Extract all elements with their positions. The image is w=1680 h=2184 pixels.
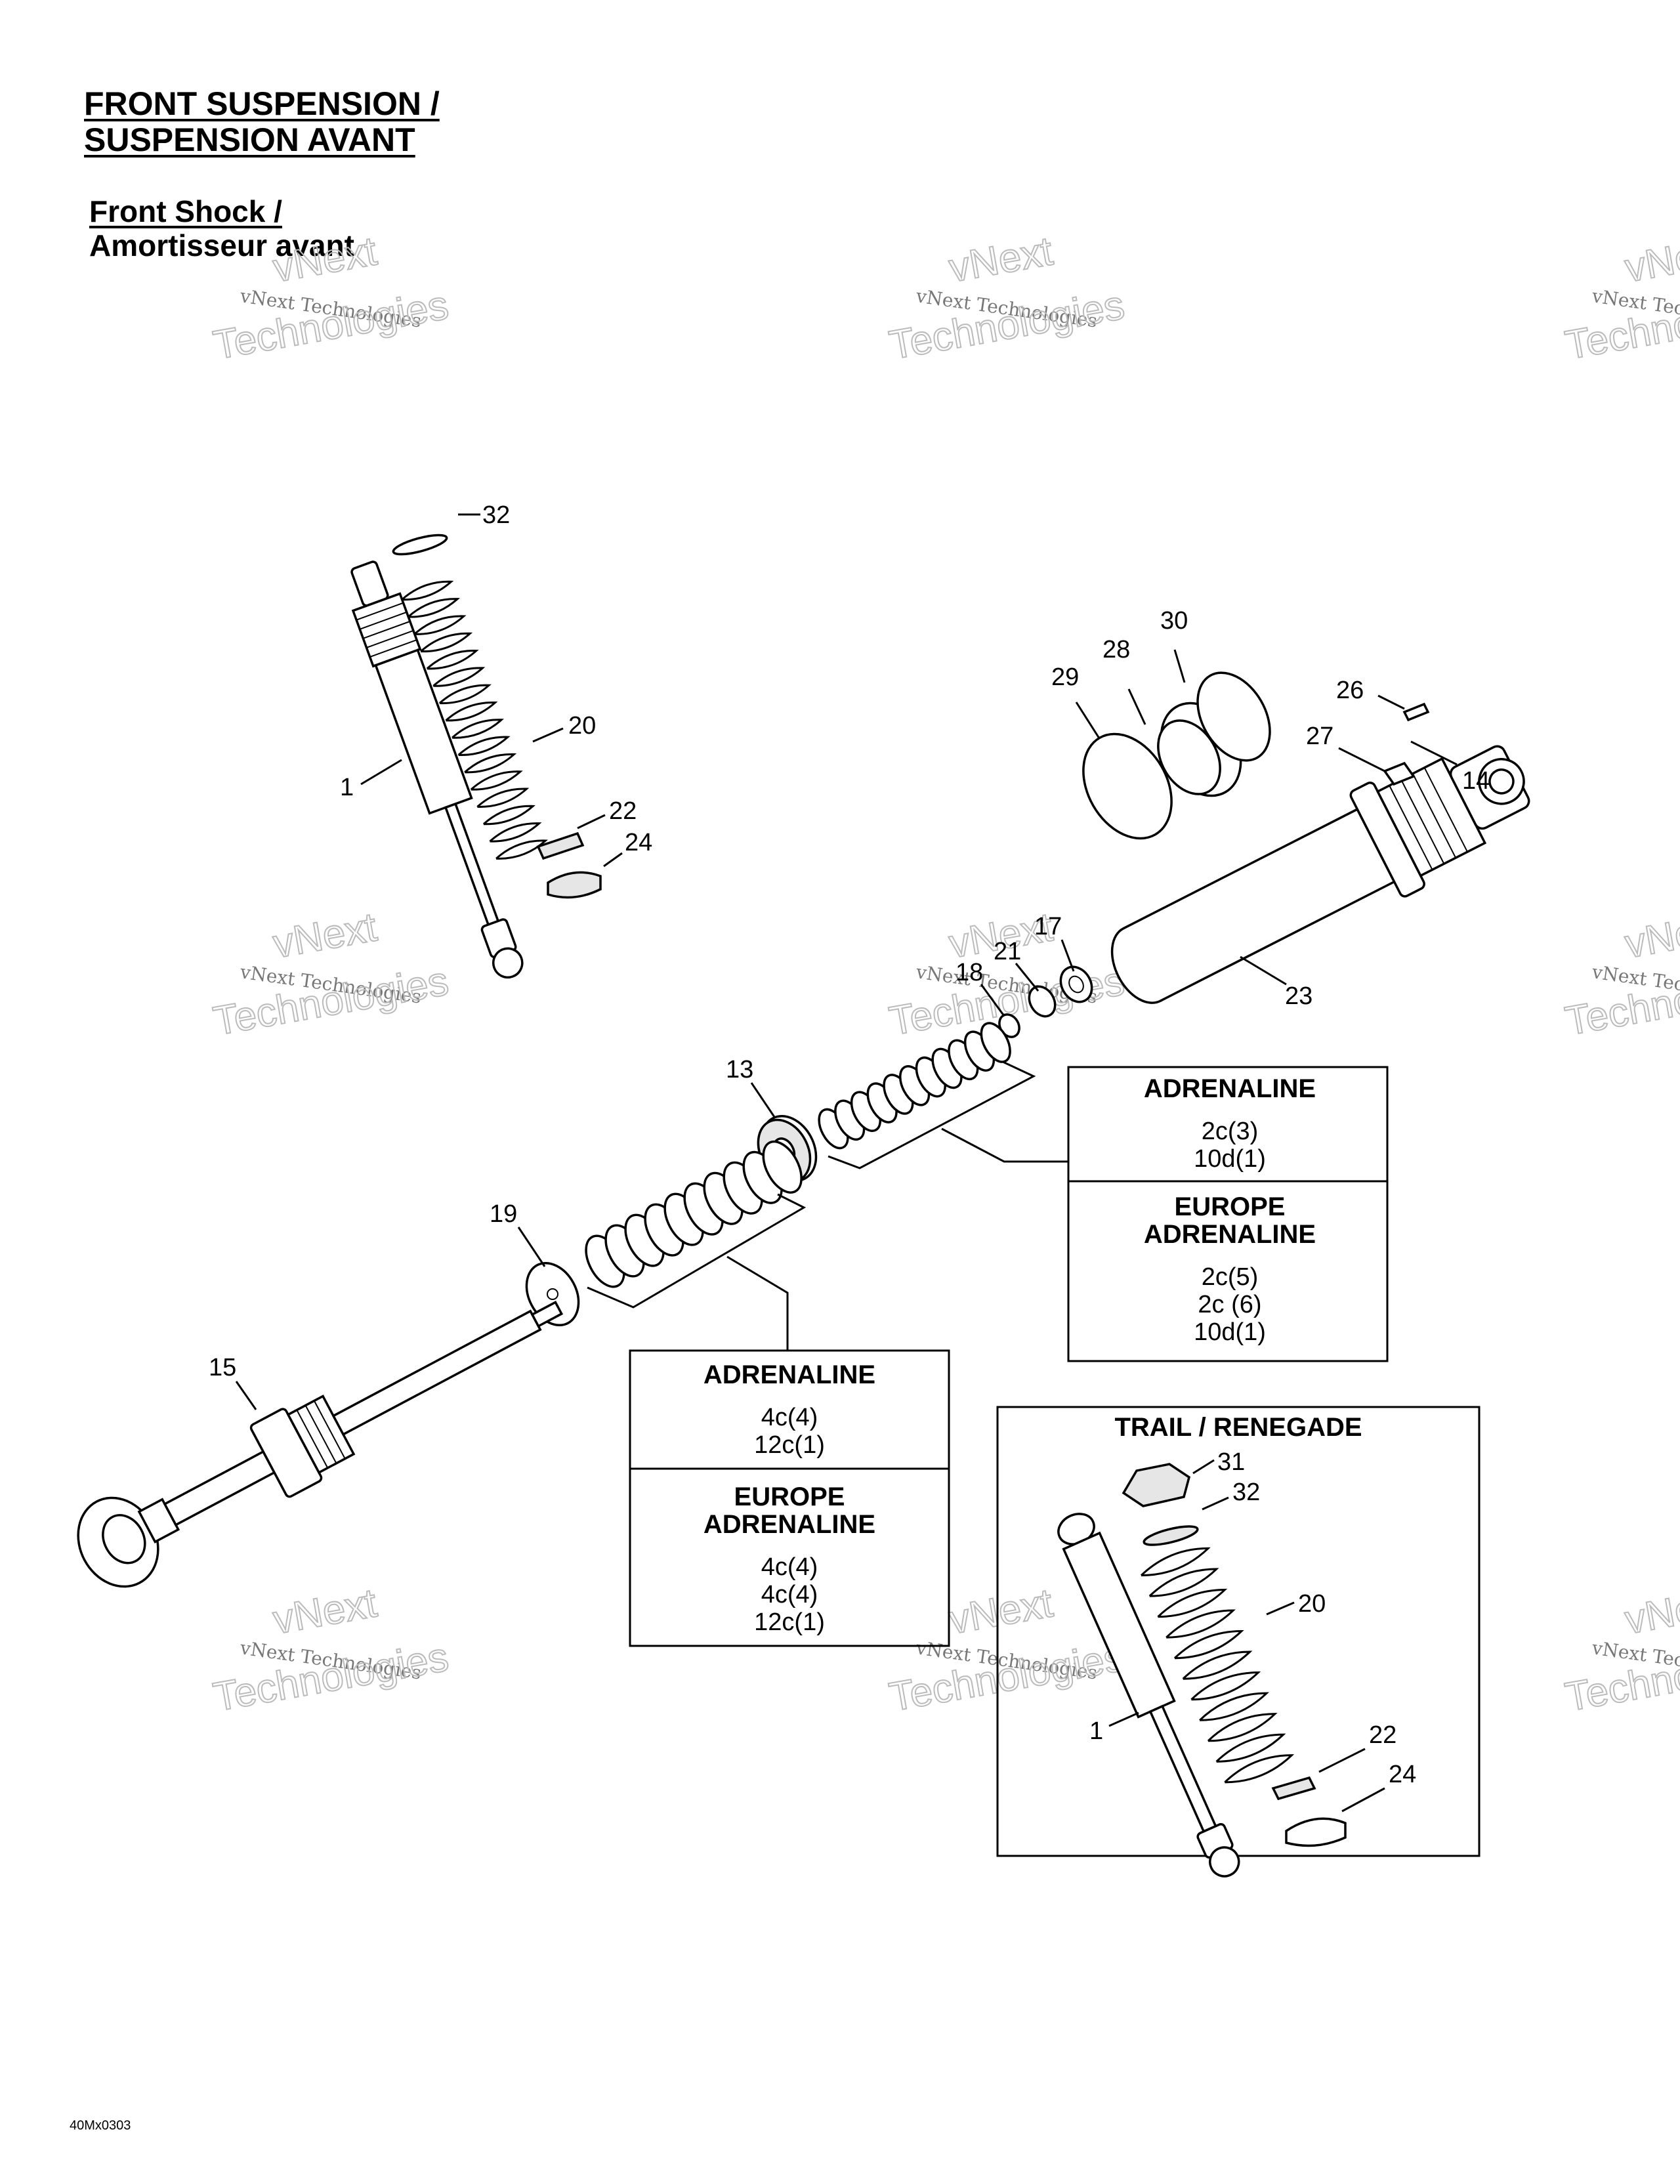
spring-seat-part-22 — [536, 831, 585, 860]
callout-label: 28 — [1102, 636, 1130, 663]
box-code: 2c (6) — [1198, 1291, 1261, 1318]
callout-label: 24 — [625, 829, 652, 856]
watermark: vNext Technologies vNext Technologies — [1561, 1580, 1680, 1721]
box-code: 4c(4) — [761, 1581, 818, 1608]
callout-label: 14 — [1462, 767, 1490, 795]
box-code: 12c(1) — [754, 1608, 825, 1636]
box-section-title: ADRENALINE — [704, 1360, 875, 1389]
box-code: 2c(3) — [1202, 1118, 1259, 1145]
adjuster-part-31 — [1122, 1463, 1191, 1507]
leader-bracket — [587, 1193, 807, 1309]
box-code: 10d(1) — [1194, 1145, 1266, 1173]
callout-label: 20 — [568, 712, 596, 740]
info-box-center: ADRENALINE 4c(4) 12c(1) EUROPE ADRENALIN… — [629, 1349, 950, 1647]
page-title-line1: FRONT SUSPENSION / — [84, 85, 440, 122]
watermark: vNext Technologies vNext Technologies — [209, 228, 452, 369]
page-title-line2: SUSPENSION AVANT — [84, 121, 415, 158]
shock-absorber-part-1 — [350, 560, 524, 979]
watermark-text: vNext — [946, 228, 1056, 291]
watermark: vNext Technologies vNext Technologies — [209, 904, 452, 1045]
callout-numbers: 1 32 20 22 24 30 28 29 26 27 14 23 17 21… — [209, 501, 1490, 1381]
spring-seat-part-22 — [1271, 1776, 1316, 1801]
box-section-title: ADRENALINE — [1144, 1220, 1316, 1249]
callout-label: 21 — [994, 938, 1021, 965]
callout-label: 1 — [1089, 1717, 1103, 1745]
upper-shim-stack — [818, 1022, 1011, 1150]
callout-label: 29 — [1051, 663, 1079, 691]
washer-part-32 — [392, 534, 448, 556]
washer-part-21 — [1028, 985, 1057, 1018]
callout-label: 27 — [1306, 723, 1334, 750]
disc-part-30 — [1196, 671, 1271, 762]
leader-line — [726, 1255, 789, 1351]
bumper-part-24 — [547, 871, 602, 899]
callout-label: 31 — [1217, 1448, 1245, 1476]
page-subtitle-line1: Front Shock / — [89, 194, 282, 228]
callout-label: 1 — [340, 774, 354, 801]
watermark: vNext Technologies vNext Technologies — [1561, 904, 1680, 1045]
washer-part-32 — [1143, 1525, 1199, 1546]
nut-part-27 — [1383, 761, 1416, 786]
watermark: vNext Technologies vNext Technologies — [209, 1580, 452, 1721]
trail-box-title: TRAIL / RENEGADE — [1114, 1413, 1362, 1442]
figure-code: 40Mx0303 — [70, 2118, 131, 2133]
callout-label: 32 — [482, 501, 510, 529]
shock-body-part-23 — [1110, 745, 1530, 1004]
callout-label: 26 — [1336, 677, 1364, 704]
box-code: 2c(5) — [1202, 1263, 1259, 1291]
callout-label: 22 — [609, 797, 637, 825]
leader-bracket — [828, 1060, 1036, 1169]
trail-renegade-box: TRAIL / RENEGADE 31 32 20 1 22 — [996, 1406, 1480, 1878]
watermark-text: vNext — [1622, 1580, 1680, 1643]
watermark-text: vNext — [270, 1580, 380, 1643]
page-subtitle-line2: Amortisseur avant — [89, 228, 354, 263]
bumper-part-24 — [1285, 1817, 1347, 1847]
callout-label: 18 — [956, 959, 983, 986]
box-section-title: ADRENALINE — [1144, 1074, 1316, 1103]
lower-shim-stack — [585, 1140, 803, 1288]
watermark: vNext Technologies vNext Technologies — [885, 228, 1128, 369]
callout-label: 24 — [1389, 1761, 1416, 1788]
watermark-text: vNext — [270, 228, 380, 291]
box-section-title: ADRENALINE — [704, 1510, 875, 1539]
top-left-shock-assembly — [350, 534, 602, 979]
box-section-title: EUROPE — [1175, 1192, 1286, 1221]
callout-label: 22 — [1369, 1721, 1396, 1749]
watermark-text: vNext — [1622, 228, 1680, 291]
shaft-part-15 — [77, 1301, 564, 1588]
leader-lines — [235, 513, 1458, 1410]
box-code: 4c(4) — [761, 1553, 818, 1581]
coil-spring-part-20 — [401, 580, 549, 860]
watermark-group: vNext Technologies vNext Technologies vN… — [209, 228, 1680, 1721]
callout-label: 30 — [1160, 607, 1188, 635]
box-code: 4c(4) — [761, 1404, 818, 1431]
callout-label: 23 — [1285, 982, 1312, 1010]
watermark-text: vNext — [946, 1580, 1056, 1643]
box-section-title: EUROPE — [734, 1482, 845, 1511]
callout-label: 17 — [1034, 913, 1062, 940]
watermark-text: vNext — [270, 904, 380, 967]
washer-part-17 — [1059, 965, 1093, 1003]
main-shock-cylinder — [998, 671, 1530, 1038]
callout-label: 15 — [209, 1354, 236, 1381]
screw-part-26 — [1402, 702, 1430, 722]
callout-label: 13 — [726, 1056, 753, 1083]
page-subtitle: Front Shock / Amortisseur avant — [89, 196, 354, 262]
watermark-text: vNext — [1622, 904, 1680, 967]
shock-absorber-part-1 — [1057, 1513, 1240, 1878]
coil-spring-part-20 — [1140, 1547, 1295, 1784]
callout-label: 20 — [1298, 1590, 1326, 1618]
callout-label: 32 — [1232, 1479, 1260, 1506]
info-box-right: ADRENALINE 2c(3) 10d(1) EUROPE ADRENALIN… — [941, 1066, 1389, 1362]
callout-label: 19 — [490, 1200, 517, 1228]
page-title: FRONT SUSPENSION / SUSPENSION AVANT — [84, 87, 440, 157]
box-code: 10d(1) — [1194, 1318, 1266, 1346]
watermark: vNext Technologies vNext Technologies — [1561, 228, 1680, 369]
box-code: 12c(1) — [754, 1431, 825, 1459]
